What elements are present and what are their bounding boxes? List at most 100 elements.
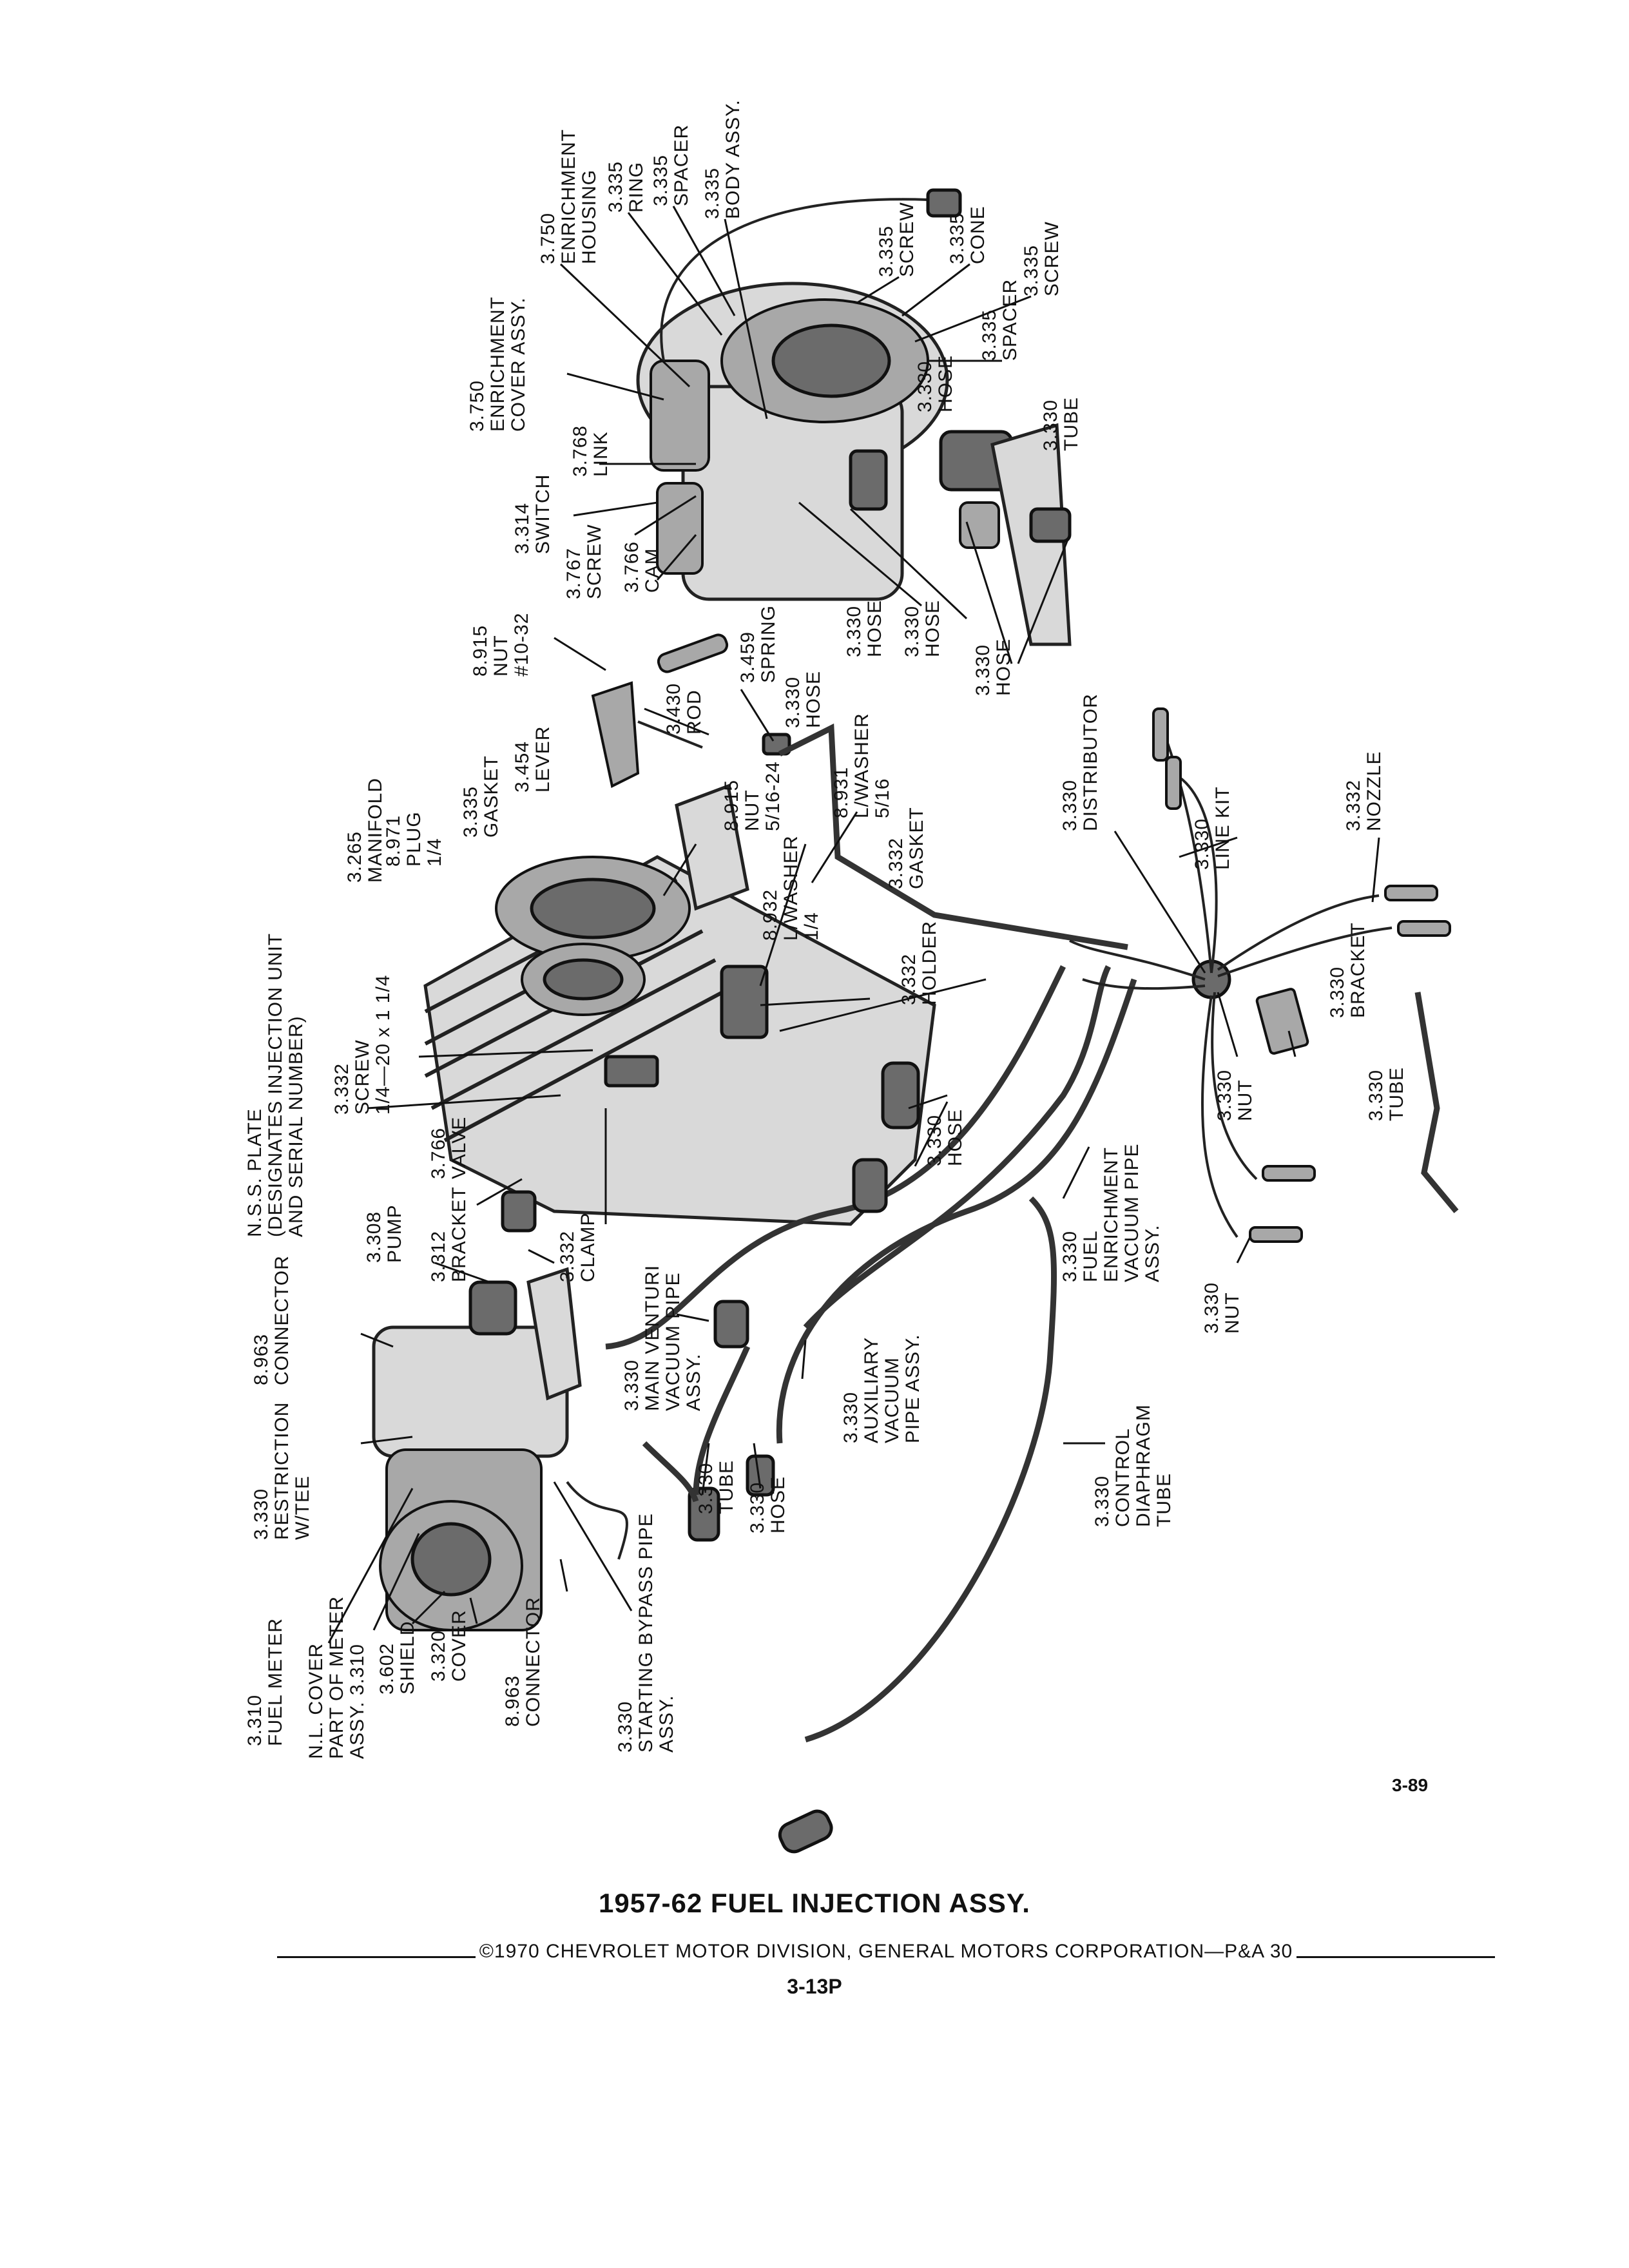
callout-line: SPRING bbox=[758, 605, 779, 683]
callout-line: PIPE ASSY. bbox=[902, 1334, 923, 1443]
callout-line: HOSE bbox=[945, 1109, 966, 1166]
callout-line: ASSY. bbox=[1142, 1224, 1163, 1282]
callout-line: 3.330 bbox=[972, 644, 994, 696]
callout-line: 3.330 bbox=[251, 1488, 272, 1540]
callout-line: TUBE bbox=[1061, 397, 1082, 451]
callout-line: CONTROL bbox=[1112, 1428, 1133, 1527]
callout-line: 3.767 bbox=[563, 548, 584, 599]
callout-line: 3.430 bbox=[663, 683, 684, 735]
callout-line: SCREW bbox=[584, 524, 605, 599]
callout-line: 3.308 bbox=[363, 1211, 385, 1263]
callout-line: GASKET bbox=[481, 755, 502, 838]
callout-line: SCREW bbox=[896, 202, 918, 277]
callout-line: 8.915 bbox=[721, 780, 742, 831]
callout-line: 8.915 bbox=[470, 625, 491, 677]
callout-line: 1/4 bbox=[801, 912, 822, 941]
callout-line: CONNECTOR bbox=[271, 1255, 293, 1385]
callout-line: ASSY. 3.310 bbox=[347, 1644, 368, 1759]
callout-line: 1/4 bbox=[424, 838, 445, 867]
callout-line: 8.931 bbox=[831, 767, 852, 818]
callout-line: 1/4—20 x 1 1/4 bbox=[372, 975, 394, 1115]
copyright-line: ©1970 CHEVROLET MOTOR DIVISION, GENERAL … bbox=[277, 1941, 1495, 1963]
callout-line: NUT bbox=[490, 635, 512, 677]
callout-line: DISTRIBUTOR bbox=[1080, 693, 1101, 831]
callout-line: BODY ASSY. bbox=[722, 99, 744, 219]
figure-number: 3-89 bbox=[1392, 1775, 1429, 1795]
callout-line: 3.335 bbox=[702, 168, 723, 219]
callout-line: 3.332 bbox=[898, 954, 920, 1005]
callout-line: TUBE bbox=[716, 1460, 737, 1514]
callout-line: NOZZLE bbox=[1364, 751, 1385, 831]
linkage bbox=[591, 633, 1128, 950]
callout-line: HOSE bbox=[803, 671, 824, 728]
tubes bbox=[605, 965, 1137, 1854]
manifold bbox=[423, 783, 936, 1226]
air-meter-body bbox=[636, 188, 1072, 646]
callout-line: ASSY. bbox=[656, 1695, 677, 1753]
callout-line: 3.330 bbox=[1092, 1475, 1113, 1527]
callout-line: NUT bbox=[1235, 1079, 1256, 1121]
callout-line: 3.330 bbox=[840, 1392, 862, 1443]
callout-line: L/WASHER bbox=[851, 713, 872, 818]
callout-line: 5/16-24 bbox=[762, 761, 784, 831]
callout-line: AUXILIARY bbox=[861, 1337, 882, 1443]
fuel-meter-assembly bbox=[372, 1190, 628, 1631]
callout-line: 3.330 bbox=[1365, 1070, 1387, 1121]
callout-line: 3.310 bbox=[244, 1695, 265, 1746]
callout-line: 3.335 bbox=[650, 155, 671, 206]
callout-line: ENRICHMENT bbox=[558, 129, 579, 264]
callout-line: STARTING BYPASS PIPE bbox=[635, 1513, 657, 1753]
callout-line: 3.330 bbox=[843, 606, 865, 657]
callout-line: MANIFOLD bbox=[365, 778, 386, 883]
callout-line: 3.312 bbox=[428, 1231, 449, 1282]
callout-line: 3.330 bbox=[747, 1482, 768, 1533]
callout-line: 3.335 bbox=[876, 226, 897, 277]
callout-line: 8.963 bbox=[502, 1675, 523, 1727]
callout-line: W/TEE bbox=[292, 1475, 313, 1540]
callout-line: 3.750 bbox=[537, 213, 559, 264]
callout-line: LINE KIT bbox=[1212, 786, 1233, 870]
callout-line: 3.330 bbox=[782, 677, 804, 728]
callout-line: LINK bbox=[590, 431, 612, 477]
callout-line: CAM bbox=[642, 548, 663, 593]
page-number: 3-13P bbox=[787, 1975, 842, 1998]
callout-line: VACUUM PIPE bbox=[1121, 1144, 1142, 1282]
callout-line: SWITCH bbox=[532, 474, 554, 554]
callout-line: 3.766 bbox=[621, 541, 642, 593]
callout-line: 3.265 bbox=[344, 831, 365, 883]
callout-line: ASSY. bbox=[683, 1353, 704, 1411]
callout-line: #10-32 bbox=[511, 613, 532, 677]
callout-line: COVER bbox=[448, 1610, 470, 1682]
callout-line: AND SERIAL NUMBER) bbox=[285, 1015, 307, 1237]
callout-line: RESTRICTION bbox=[271, 1402, 293, 1540]
callout-line: 3.330 bbox=[621, 1360, 642, 1411]
callout-line: 3.750 bbox=[467, 380, 488, 432]
callout-line: VACUUM PIPE bbox=[662, 1273, 684, 1411]
callout-line: 3.454 bbox=[512, 741, 533, 793]
callout-line: ENRICHMENT bbox=[487, 296, 508, 432]
